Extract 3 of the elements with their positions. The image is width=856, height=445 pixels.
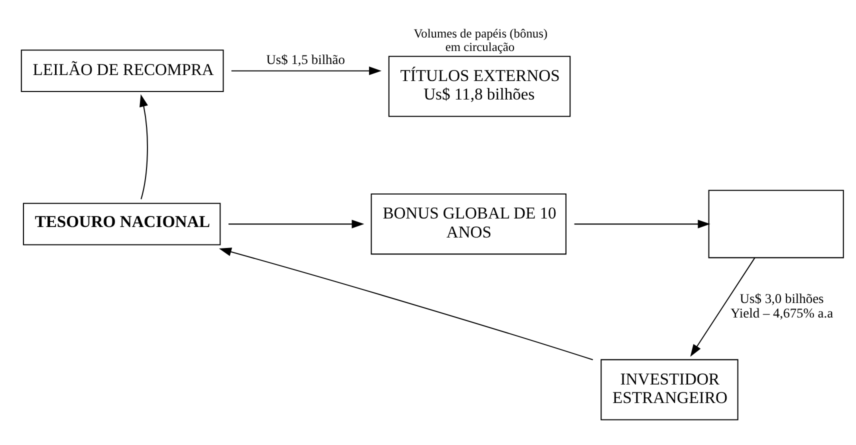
edge-label: Us$ 3,0 bilhões Yield – 4,675% a.a [730, 291, 834, 321]
node-label: Volumes de papéis (bônus) em circulação [414, 26, 548, 54]
edge-label: Us$ 1,5 bilhão [266, 52, 345, 67]
